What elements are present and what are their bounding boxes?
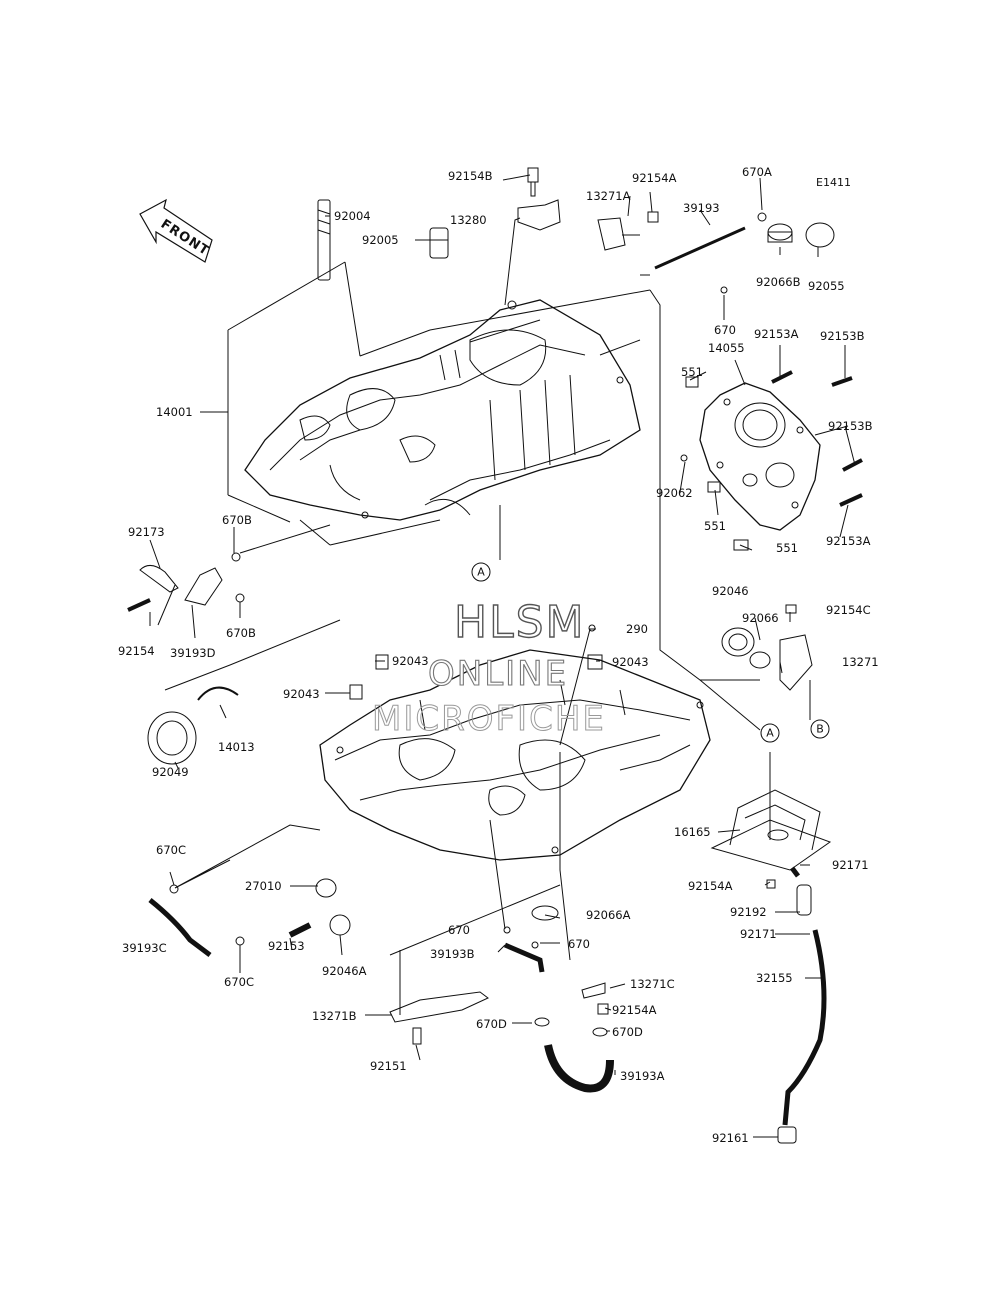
part-label: 551 [681,365,703,379]
part-label: 92192 [730,905,767,919]
part-label: 670C [156,843,186,857]
part-label: 13271 [842,655,879,669]
part-label: 92066 [742,611,779,625]
part-label: 670C [224,975,254,989]
part-label: 670D [476,1017,507,1031]
upper-crankcase-illustration [244,299,641,521]
part-label: 92055 [808,279,845,293]
part-label: 92049 [152,765,189,779]
part-label: 92173 [128,525,165,539]
part-label: 39193 [683,201,720,215]
part-label: 92043 [612,655,649,669]
part-label: 92153A [826,534,871,548]
part-label: 39193A [620,1069,665,1083]
svg-text:A: A [766,727,774,740]
part-label: 670 [448,923,470,937]
part-label: 92154A [612,1003,657,1017]
part-label: 92154C [826,603,871,617]
part-label: 92046 [712,584,749,598]
part-label: 92154 [118,644,155,658]
part-label: 92046A [322,964,367,978]
diagram-code: E1411 [816,176,851,189]
small-parts-illustration [127,167,863,1144]
svg-text:ONLINE: ONLINE [428,654,568,694]
part-label: 13271B [312,1009,357,1023]
part-label: 92153A [754,327,799,341]
part-label: 290 [626,622,648,636]
reference-marker-a: A [471,562,491,582]
part-label: 92161 [712,1131,749,1145]
part-label: 670 [714,323,736,337]
part-label: 13271A [586,189,631,203]
watermark: HLSM ONLINE MICROFICHE [372,596,606,739]
part-label: 92154B [448,169,493,183]
oil-strainer-illustration [710,789,832,871]
front-arrow: FRONT [139,198,213,263]
svg-text:B: B [816,723,824,736]
part-label: 13280 [450,213,487,227]
part-label: 670 [568,937,590,951]
part-label: 16165 [674,825,711,839]
part-label: 39193D [170,646,216,660]
part-label: 670D [612,1025,643,1039]
part-label: 14001 [156,405,193,419]
part-label: 92066B [756,275,801,289]
part-label: 92043 [283,687,320,701]
svg-text:A: A [477,566,485,579]
svg-text:MICROFICHE: MICROFICHE [372,699,606,739]
part-label: 92154A [688,879,733,893]
lower-crankcase-illustration [319,649,711,861]
part-label: 92171 [832,858,869,872]
part-label: 92153B [820,329,865,343]
part-label: 670B [226,626,256,640]
part-label: 670A [742,165,772,179]
part-label: 92043 [392,654,429,668]
svg-text:HLSM: HLSM [454,597,586,648]
leader-lines [149,174,856,1138]
side-cover-illustration [699,382,821,531]
part-label: 13271C [630,977,675,991]
part-label: 39193B [430,947,475,961]
part-label: 551 [776,541,798,555]
part-label: 32155 [756,971,793,985]
reference-marker-a-lower: A [760,723,780,743]
part-label: 551 [704,519,726,533]
part-label: 92171 [740,927,777,941]
part-label: 92062 [656,486,693,500]
part-label: 92005 [362,233,399,247]
part-label: 92154A [632,171,677,185]
part-label: 39193C [122,941,167,955]
part-labels: 92154B 92154A 670A 13271A 13280 39193 92… [118,165,879,1145]
part-label: 92151 [370,1059,407,1073]
part-label: 92153 [268,939,305,953]
part-label: 14055 [708,341,745,355]
part-label: 14013 [218,740,255,754]
part-label: 27010 [245,879,282,893]
reference-marker-b: B [810,719,830,739]
part-label: 92066A [586,908,631,922]
part-label: 92153B [828,419,873,433]
part-label: 92004 [334,209,371,223]
part-label: 670B [222,513,252,527]
